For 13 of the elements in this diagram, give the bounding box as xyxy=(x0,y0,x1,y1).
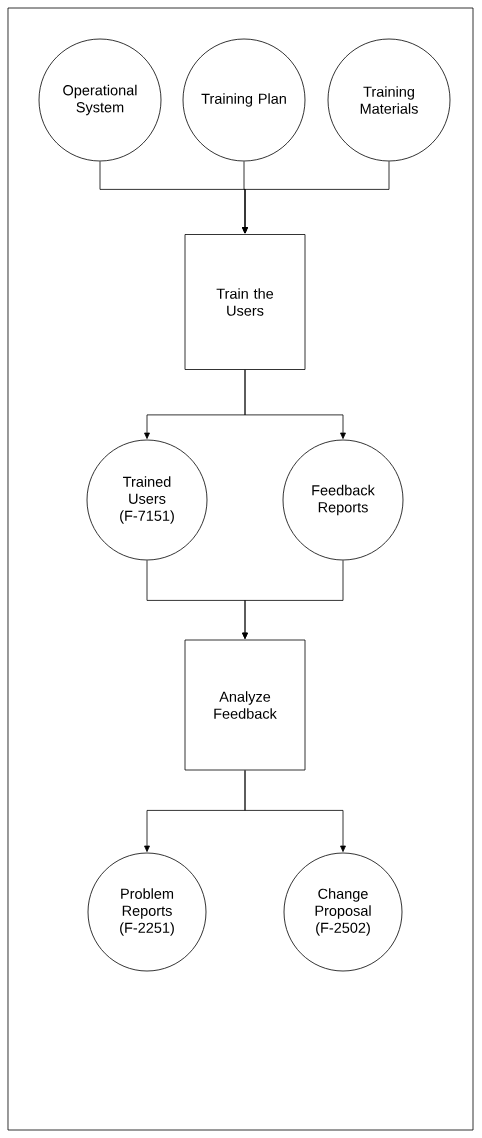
arrow xyxy=(242,560,344,639)
circle-node: Trained Users (F-7151) xyxy=(86,439,208,561)
process-box: Analyze Feedback xyxy=(184,639,306,771)
circle-node: Training Materials xyxy=(327,38,451,162)
arrow xyxy=(244,369,346,439)
circle-node: Change Proposal (F-2502) xyxy=(283,852,403,972)
process-box: Train the Users xyxy=(184,234,306,370)
circle-node: Training Plan xyxy=(182,38,306,162)
circle-node: Feedback Reports xyxy=(282,439,404,561)
arrow xyxy=(242,161,390,234)
circle-node: Problem Reports (F-2251) xyxy=(87,852,207,972)
circle-node: Operational System xyxy=(38,38,162,162)
arrow xyxy=(244,770,346,852)
